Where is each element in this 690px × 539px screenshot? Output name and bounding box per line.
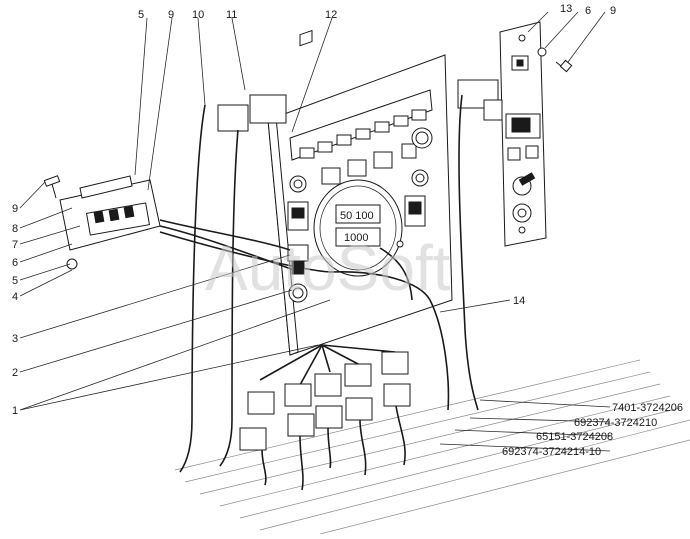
auxiliary-switch-panel: [499, 21, 547, 247]
callout-8-upper: 8: [12, 223, 18, 235]
callout-9-top-right: 9: [610, 5, 616, 17]
callout-1: 1: [12, 405, 18, 417]
callout-6-left: 6: [12, 257, 18, 269]
part-number-1: 7401-3724206: [612, 402, 683, 414]
callout-7: 7: [12, 239, 18, 251]
wiring-harness: [159, 94, 479, 473]
callout-2: 2: [12, 367, 18, 379]
leader-lines: [19, 11, 611, 452]
main-instrument-panel: 50 100 1000: [267, 29, 453, 356]
left-bracket-assembly: [43, 175, 161, 270]
connector-blocks-top: [217, 79, 503, 132]
callout-10: 10: [192, 9, 204, 21]
callout-4: 4: [12, 291, 18, 303]
part-number-labels: 7401-3724206 692374-3724210 65151-372420…: [502, 402, 683, 458]
part-number-3: 65151-3724208: [536, 431, 613, 443]
callout-3: 3: [12, 333, 18, 345]
callout-9-top-left: 9: [168, 9, 174, 21]
autosoft-watermark: AutoSoft: [205, 232, 451, 304]
callout-11: 11: [226, 9, 237, 21]
tachometer-dial: 50 100 1000: [313, 179, 403, 277]
screw-top-right: [537, 47, 573, 73]
top-switch-row: [299, 29, 313, 47]
floor-hatching: [174, 359, 690, 535]
callout-6-top: 6: [585, 5, 591, 17]
callout-12: 12: [325, 9, 337, 21]
bottom-connector-cluster: [239, 344, 411, 491]
callout-5-left: 5: [12, 275, 18, 287]
callout-13: 13: [560, 3, 572, 15]
dial-upper-text: 50 100: [340, 210, 374, 222]
callout-14: 14: [513, 295, 525, 307]
callout-9-left: 9: [12, 203, 18, 215]
part-number-2: 692374-3724210: [574, 417, 657, 429]
callout-5-top: 5: [138, 9, 144, 21]
dial-lower-text: 1000: [344, 232, 368, 244]
callout-labels: 5 9 10 11 12 13 6 9 9 8 7 6 5 4 3 2 1 14: [12, 3, 616, 417]
part-number-4: 692374-3724214-10: [502, 446, 601, 458]
